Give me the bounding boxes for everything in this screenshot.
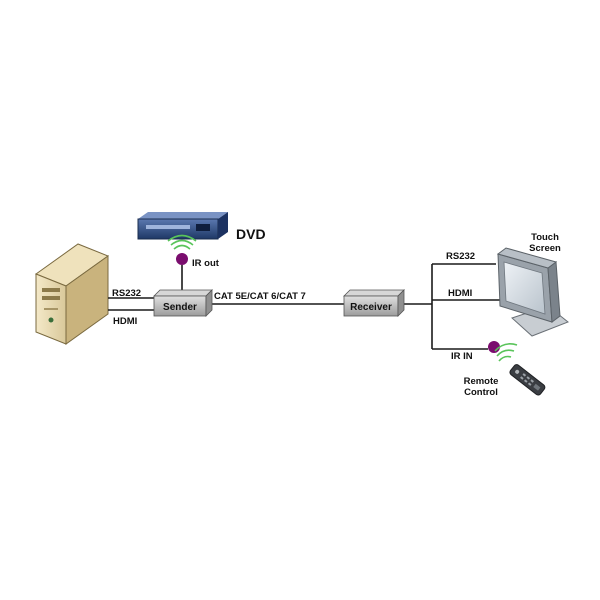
screen-rs232-label: RS232 (446, 251, 475, 262)
dvd-label: DVD (236, 226, 266, 242)
sender-label: Sender (163, 302, 197, 313)
ir-in-label: IR IN (451, 351, 473, 362)
ir-out-sensor-icon (176, 253, 188, 265)
touch-screen-icon (496, 247, 569, 337)
sender-box (153, 289, 213, 317)
dvd-player-icon (137, 212, 228, 240)
screen-hdmi-label: HDMI (448, 288, 472, 299)
pc-hdmi-label: HDMI (113, 316, 137, 327)
receiver-label: Receiver (350, 302, 392, 313)
remote-label-line2: Control (464, 387, 498, 398)
receiver-box (343, 289, 405, 317)
ir-out-wave-icon (167, 234, 197, 250)
remote-control-icon (509, 364, 546, 396)
screen-label-line1: Touch (531, 232, 559, 243)
cable-label: CAT 5E/CAT 6/CAT 7 (214, 291, 306, 302)
remote-label-line1: Remote (464, 376, 499, 387)
computer-tower-icon (34, 243, 110, 345)
connection-wires (108, 263, 510, 350)
pc-rs232-label: RS232 (112, 288, 141, 299)
ir-in-wave-icon (494, 343, 518, 362)
ir-out-label: IR out (192, 258, 220, 269)
screen-label-line2: Screen (529, 243, 561, 254)
